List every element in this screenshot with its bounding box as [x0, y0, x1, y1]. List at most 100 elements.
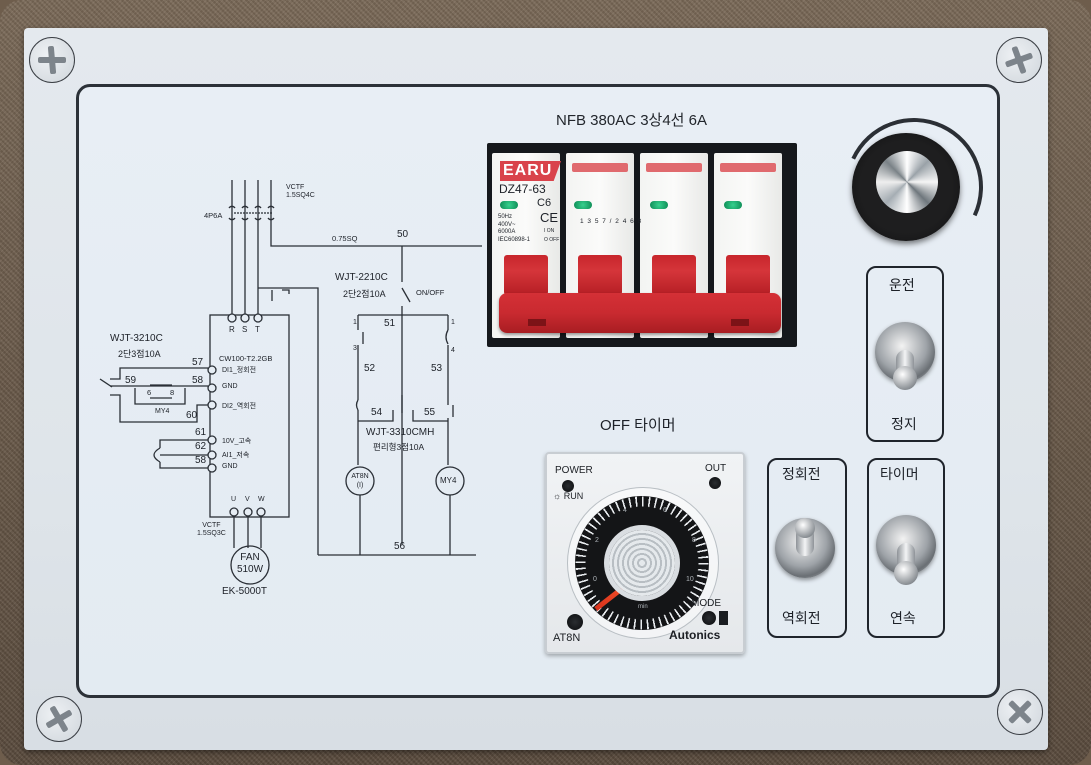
- speed-control-knob[interactable]: [852, 133, 960, 241]
- timer-model: AT8N: [553, 632, 581, 644]
- contact-pin: 3: [353, 345, 357, 352]
- terminal-v: V: [245, 496, 250, 503]
- run-label: 운전: [889, 277, 915, 293]
- reverse-label: 역회전: [782, 610, 821, 626]
- inverter-terminal: DI2_역회전: [222, 403, 257, 410]
- terminal-s: S: [242, 325, 248, 334]
- inverter-terminal: GND: [222, 383, 238, 390]
- contact-pin: 4: [451, 347, 455, 354]
- status-indicator: [574, 201, 592, 209]
- wire-number-50: 50: [397, 229, 409, 240]
- mode-indicator-icon: [719, 611, 728, 625]
- inverter-terminal: GND: [222, 463, 238, 470]
- mid-switch-spec: 편리형3점10A: [373, 442, 425, 452]
- breaker-toggle[interactable]: [578, 255, 622, 295]
- inverter-model: CW100-T2.2GB: [219, 354, 273, 363]
- screw-icon: [36, 696, 82, 742]
- left-switch-spec: 2단3점10A: [118, 349, 161, 359]
- inverter-terminal: 10V_고속: [222, 438, 252, 445]
- terminal-t: T: [255, 325, 260, 334]
- wire-number: 59: [125, 375, 137, 386]
- breaker-toggle[interactable]: [504, 255, 548, 295]
- run-stop-switch-group: [866, 266, 944, 442]
- wire-number: 54: [371, 407, 383, 418]
- wire-number: 55: [424, 407, 436, 418]
- wire-number: 52: [364, 363, 376, 374]
- breaker-curve: C6: [537, 197, 552, 209]
- terminal-w: W: [258, 496, 265, 503]
- onoff-label: ON/OFF: [416, 288, 445, 297]
- knob-cap: [876, 151, 938, 213]
- control-wire-label: 0.75SQ: [332, 234, 358, 243]
- relay-pin: 8: [170, 388, 175, 397]
- terminal-r: R: [229, 325, 235, 334]
- power-label: POWER: [555, 465, 593, 476]
- breaker-toggle[interactable]: [652, 255, 696, 295]
- run-stop-toggle-switch[interactable]: [875, 322, 935, 390]
- status-indicator: [650, 201, 668, 209]
- wire-number: 61: [195, 427, 207, 438]
- fan-model: EK-5000T: [222, 586, 268, 597]
- contact-pin: 1: [353, 319, 357, 326]
- wire-number: 60: [186, 410, 198, 421]
- direction-switch-group: [767, 458, 847, 638]
- out-label: OUT: [705, 463, 727, 474]
- mode-toggle-switch[interactable]: [876, 515, 936, 585]
- sun-icon: ☼: [553, 491, 562, 501]
- wire-number: 51: [384, 318, 396, 329]
- timer-coil-symbol: AT8N(I): [351, 473, 369, 489]
- run-indicator: ☼ RUN: [553, 491, 583, 501]
- continuous-label: 연속: [890, 610, 916, 626]
- status-indicator: [724, 201, 742, 209]
- onoff-switch-model: WJT-2210C: [335, 272, 388, 283]
- relay-coil-symbol: MY4: [440, 476, 457, 485]
- wire-number: 58: [195, 455, 207, 466]
- dial-label: 0: [593, 576, 597, 583]
- direction-toggle-switch[interactable]: [775, 518, 835, 578]
- dial-label: 2: [595, 537, 599, 544]
- timer-brand: Autonics: [669, 628, 721, 642]
- status-indicator: [500, 201, 518, 209]
- out-led-icon: [709, 477, 721, 489]
- dial-label: 6: [663, 507, 667, 514]
- wire-number: 53: [431, 363, 443, 374]
- relay-pin: 6: [147, 388, 152, 397]
- dial-label: 8: [692, 537, 696, 544]
- breaker-toggle[interactable]: [726, 255, 770, 295]
- dial-label: 10: [686, 576, 694, 583]
- timer-title: OFF 타이머: [600, 417, 676, 434]
- off-delay-timer: POWER ☼ RUN OUT 0 2 4 6 8 10 min MODE AT…: [545, 452, 745, 654]
- breaker-brand: EARU: [500, 161, 561, 181]
- breaker-handle-tie[interactable]: [499, 293, 781, 333]
- breaker-title: NFB 380AC 3상4선 6A: [556, 112, 707, 129]
- mode-switch-group: [867, 458, 945, 638]
- wire-number: 58: [192, 375, 204, 386]
- dial-label: 4: [623, 507, 627, 514]
- breaker-model: DZ47-63: [499, 182, 546, 196]
- left-switch-model: WJT-3210C: [110, 333, 163, 344]
- dial-knob[interactable]: [609, 530, 675, 596]
- mounting-screw-icon: [567, 614, 583, 630]
- mode-label: MODE: [691, 598, 721, 609]
- relay-label: MY4: [155, 408, 170, 415]
- inverter-terminal: DI1_정회전: [222, 367, 257, 374]
- pole-markings: 1 3 5 7 / 2 4 6 8: [580, 218, 643, 225]
- onoff-switch-spec: 2단2점10A: [343, 289, 386, 299]
- mccb-rating-label: 4P6A: [204, 211, 223, 220]
- dial-unit: min: [638, 604, 648, 610]
- power-led-icon: [562, 480, 574, 492]
- run-label: RUN: [563, 491, 584, 501]
- ce-mark: CE: [540, 210, 559, 225]
- inverter-terminal: AI1_저속: [222, 452, 250, 459]
- wire-number: 62: [195, 441, 207, 452]
- forward-label: 정회전: [782, 466, 821, 482]
- mid-switch-model: WJT-3310CMH: [366, 427, 435, 438]
- mode-button[interactable]: [702, 611, 716, 625]
- screw-icon: [29, 37, 75, 83]
- wire-number: 57: [192, 357, 204, 368]
